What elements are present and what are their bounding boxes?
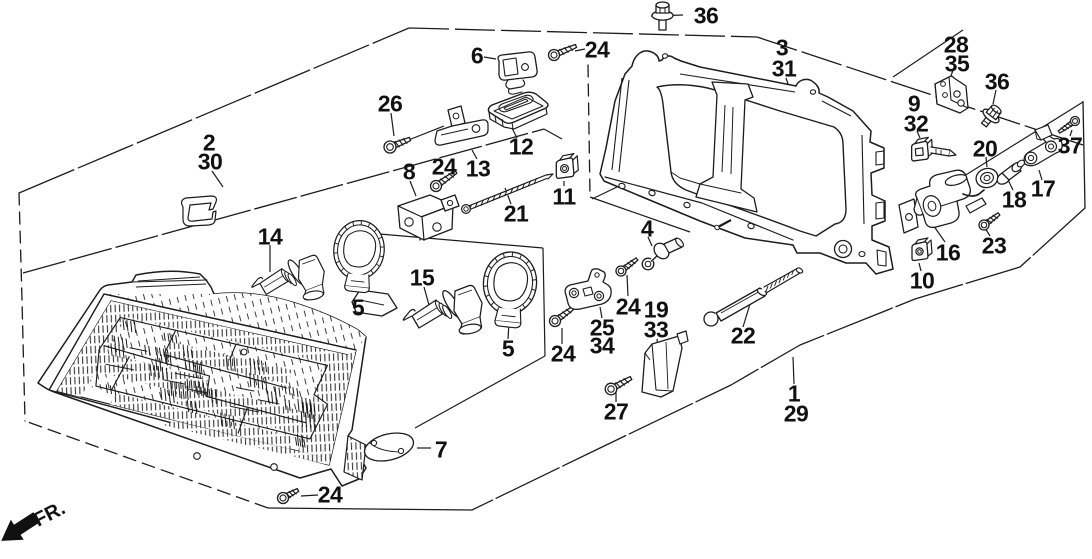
svg-text:20: 20	[973, 135, 998, 161]
svg-text:15: 15	[410, 264, 435, 290]
svg-text:2: 2	[203, 129, 215, 155]
svg-text:8: 8	[403, 158, 416, 184]
svg-text:4: 4	[641, 215, 654, 241]
svg-text:31: 31	[772, 55, 797, 81]
svg-text:29: 29	[784, 400, 809, 426]
svg-text:17: 17	[1031, 175, 1056, 201]
svg-text:1: 1	[788, 380, 801, 406]
svg-text:12: 12	[509, 133, 534, 159]
svg-text:23: 23	[982, 232, 1007, 258]
svg-text:28: 28	[944, 31, 969, 57]
svg-text:19: 19	[644, 296, 669, 322]
svg-text:11: 11	[552, 183, 576, 209]
svg-text:24: 24	[585, 36, 610, 62]
svg-text:24: 24	[616, 293, 641, 319]
svg-text:26: 26	[378, 90, 403, 116]
svg-text:9: 9	[908, 90, 920, 116]
svg-text:5: 5	[352, 294, 365, 320]
svg-text:30: 30	[198, 148, 223, 174]
svg-text:24: 24	[551, 340, 576, 366]
svg-text:16: 16	[936, 239, 961, 265]
svg-text:36: 36	[985, 68, 1010, 94]
svg-text:36: 36	[694, 2, 719, 28]
svg-text:7: 7	[435, 436, 447, 462]
svg-text:18: 18	[1002, 186, 1027, 212]
svg-text:27: 27	[604, 398, 629, 424]
svg-text:34: 34	[590, 332, 615, 358]
svg-text:13: 13	[466, 155, 491, 181]
svg-text:5: 5	[502, 335, 515, 361]
svg-text:33: 33	[644, 316, 669, 342]
svg-text:24: 24	[432, 153, 457, 179]
svg-text:35: 35	[945, 50, 970, 76]
svg-text:21: 21	[504, 200, 529, 226]
svg-text:10: 10	[910, 267, 935, 293]
svg-text:3: 3	[776, 34, 788, 60]
svg-text:6: 6	[471, 42, 483, 68]
svg-text:25: 25	[590, 314, 615, 340]
svg-text:24: 24	[318, 481, 343, 507]
svg-text:37: 37	[1058, 132, 1083, 158]
svg-text:14: 14	[258, 223, 283, 249]
svg-text:32: 32	[904, 110, 929, 136]
svg-text:22: 22	[731, 322, 756, 348]
